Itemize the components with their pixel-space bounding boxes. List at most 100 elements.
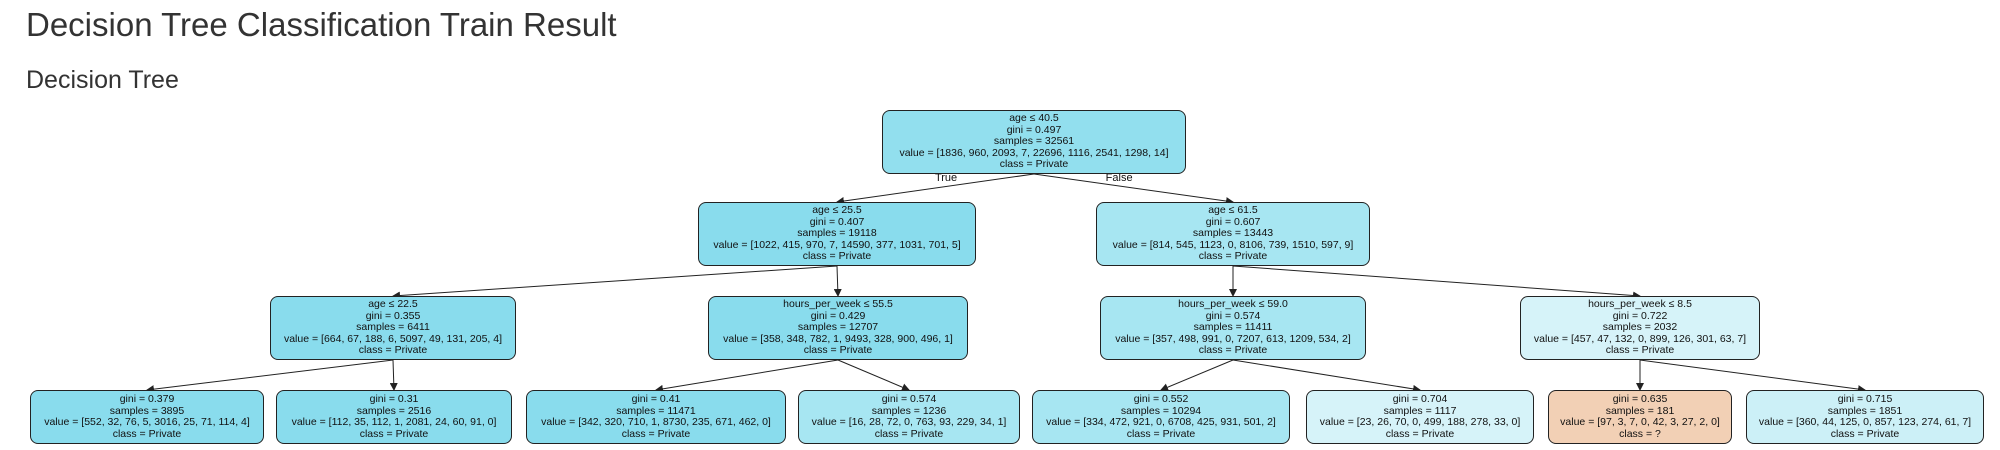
- section-title: Decision Tree: [26, 66, 179, 94]
- node-value-text: value = [23, 26, 70, 0, 499, 188, 278, 3…: [1319, 416, 1521, 428]
- node-value-text: value = [357, 498, 991, 0, 7207, 613, 12…: [1115, 332, 1351, 345]
- node-value-text: value = [334, 472, 921, 0, 6708, 425, 93…: [1046, 416, 1276, 428]
- node-gini-text: gini = 0.704: [1392, 393, 1448, 405]
- tree-edge-l-lr: [833, 265, 842, 297]
- node-class-text: class = Private: [1385, 427, 1455, 440]
- tree-edge-root-r: [1033, 173, 1234, 205]
- node-gini-text: gini = 0.635: [1612, 393, 1668, 405]
- node-class-text: class = Private: [1198, 344, 1268, 357]
- tree-edge-r-rr: [1232, 265, 1641, 300]
- node-value-text: value = [342, 320, 710, 1, 8730, 235, 67…: [541, 416, 771, 428]
- node-samples-text: samples = 32561: [993, 135, 1075, 148]
- tree-edge-root-l: [836, 173, 1035, 205]
- node-gini-text: gini = 0.722: [1612, 309, 1668, 322]
- node-class-text: class = Private: [802, 250, 872, 263]
- tree-edge-ll-llr: [389, 359, 398, 391]
- node-gini-text: gini = 0.41: [631, 393, 681, 405]
- tree-edge-ll-lll: [146, 359, 394, 394]
- node-value-text: value = [16, 28, 72, 0, 763, 93, 229, 34…: [811, 416, 1007, 428]
- node-class-text: class = Private: [803, 344, 873, 357]
- node-samples-text: samples = 2032: [1602, 321, 1678, 334]
- node-samples-text: samples = 1851: [1827, 404, 1903, 417]
- edge-label-false: False: [1105, 171, 1133, 184]
- node-gini-text: gini = 0.552: [1133, 393, 1189, 405]
- node-samples-text: samples = 1117: [1383, 404, 1457, 417]
- node-class-text: class = Private: [874, 427, 944, 440]
- node-split-text: hours_per_week ≤ 55.5: [783, 298, 893, 311]
- node-samples-text: samples = 19118: [797, 227, 877, 240]
- node-samples-text: samples = 1236: [871, 404, 947, 417]
- edge-label-true: True: [934, 171, 958, 184]
- node-gini-text: gini = 0.355: [365, 309, 421, 322]
- node-value-text: value = [358, 348, 782, 1, 9493, 328, 90…: [723, 332, 953, 345]
- node-gini-text: gini = 0.715: [1837, 393, 1893, 405]
- node-class-text: class = Private: [1830, 427, 1900, 440]
- tree-edge-l-ll: [392, 265, 838, 300]
- tree-edge-rr-rrr: [1639, 359, 1866, 394]
- tree-edge-rl-rll: [1160, 359, 1234, 391]
- node-samples-text: samples = 11411: [1193, 321, 1273, 334]
- node-value-text: value = [1022, 415, 970, 7, 14590, 377, …: [713, 238, 961, 251]
- node-gini-text: gini = 0.607: [1205, 215, 1261, 228]
- node-gini-text: gini = 0.574: [881, 393, 937, 405]
- tree-edge-rl-rlr: [1232, 359, 1421, 393]
- node-class-text: class = Private: [112, 427, 182, 440]
- node-value-text: value = [664, 67, 188, 6, 5097, 49, 131,…: [283, 332, 503, 345]
- node-value-text: value = [814, 545, 1123, 0, 8106, 739, 1…: [1112, 238, 1354, 251]
- node-samples-text: samples = 3895: [109, 404, 185, 417]
- node-value-text: value = [97, 3, 7, 0, 42, 3, 27, 2, 0]: [1560, 416, 1720, 428]
- node-class-text: class = Private: [1605, 344, 1675, 357]
- node-gini-text: gini = 0.574: [1205, 309, 1261, 322]
- node-value-text: value = [457, 47, 132, 0, 899, 126, 301,…: [1533, 332, 1747, 345]
- tree-edge-lr-lrl: [655, 359, 839, 393]
- node-samples-text: samples = 12707: [797, 321, 879, 334]
- node-samples-text: samples = 6411: [356, 321, 430, 334]
- node-split-text: hours_per_week ≤ 8.5: [1588, 298, 1692, 311]
- node-samples-text: samples = 181: [1605, 404, 1675, 417]
- node-split-text: age ≤ 40.5: [1009, 112, 1059, 125]
- node-class-text: class = ?: [1619, 427, 1661, 440]
- node-gini-text: gini = 0.379: [119, 393, 175, 405]
- node-gini-text: gini = 0.407: [809, 215, 865, 228]
- node-samples-text: samples = 2516: [356, 404, 432, 417]
- node-samples-text: samples = 10294: [1120, 404, 1202, 417]
- node-value-text: value = [1836, 960, 2093, 7, 22696, 1116…: [899, 146, 1169, 159]
- node-class-text: class = Private: [1198, 250, 1268, 263]
- tree-edge-lr-lrr: [837, 359, 910, 391]
- node-split-text: hours_per_week ≤ 59.0: [1178, 298, 1288, 311]
- node-gini-text: gini = 0.31: [369, 393, 419, 405]
- node-gini-text: gini = 0.497: [1006, 123, 1062, 136]
- node-gini-text: gini = 0.429: [810, 309, 866, 322]
- node-value-text: value = [112, 35, 112, 1, 2081, 24, 60, …: [291, 416, 497, 428]
- node-class-text: class = Private: [621, 427, 691, 440]
- page-title: Decision Tree Classification Train Resul…: [26, 6, 617, 43]
- node-class-text: class = Private: [999, 158, 1069, 171]
- node-split-text: age ≤ 25.5: [812, 204, 862, 217]
- node-class-text: class = Private: [359, 427, 429, 440]
- node-split-text: age ≤ 61.5: [1208, 204, 1258, 217]
- node-class-text: class = Private: [358, 344, 428, 357]
- node-value-text: value = [360, 44, 125, 0, 857, 123, 274,…: [1758, 416, 1972, 428]
- node-value-text: value = [552, 32, 76, 5, 3016, 25, 71, 1…: [44, 416, 250, 428]
- node-split-text: age ≤ 22.5: [368, 298, 418, 311]
- node-samples-text: samples = 13443: [1192, 227, 1274, 240]
- node-samples-text: samples = 11471: [616, 404, 696, 417]
- node-class-text: class = Private: [1126, 427, 1196, 440]
